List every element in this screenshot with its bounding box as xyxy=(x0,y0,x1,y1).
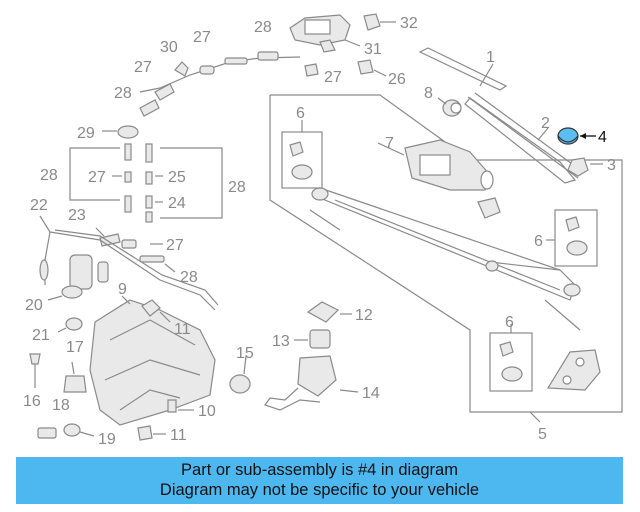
part-11-upper xyxy=(141,299,171,323)
callout-25: 25 xyxy=(168,169,186,186)
part-15 xyxy=(229,355,251,394)
parts-diagram: 1 2 3 4 5 6 6 6 7 8 9 10 11 11 12 13 14 … xyxy=(23,13,623,448)
callout-27b: 27 xyxy=(134,59,152,76)
callout-22: 22 xyxy=(30,197,48,214)
grommet-kit-box-6a xyxy=(281,120,323,189)
callout-1: 1 xyxy=(486,49,495,66)
callout-7: 7 xyxy=(385,135,394,152)
part-21 xyxy=(57,317,83,333)
washer-hose-part-22 xyxy=(39,215,219,311)
callout-4: 4 xyxy=(598,129,607,146)
callout-labels: 1 2 3 4 5 6 6 6 7 8 9 10 11 11 12 13 14 … xyxy=(23,15,616,448)
grommet-kit-box-6b xyxy=(546,209,598,267)
grommet-kit-box-6c xyxy=(489,324,533,392)
callout-23: 23 xyxy=(68,207,86,224)
callout-10: 10 xyxy=(198,403,216,420)
callout-32: 32 xyxy=(400,15,418,32)
callout-13: 13 xyxy=(272,333,290,350)
callout-8: 8 xyxy=(424,85,433,102)
washer-pump-part-31 xyxy=(289,14,361,53)
part-18-19 xyxy=(37,423,95,439)
callout-31: 31 xyxy=(364,41,382,58)
callout-11b: 11 xyxy=(170,427,187,444)
part-11-lower xyxy=(137,425,166,441)
washer-pump-part-20 xyxy=(47,254,109,301)
callout-21: 21 xyxy=(32,327,50,344)
wiper-linkage xyxy=(309,187,581,331)
wiper-motor-part-7 xyxy=(377,139,501,219)
callout-20: 20 xyxy=(25,297,43,314)
callout-18: 18 xyxy=(52,397,70,414)
callout-28d: 28 xyxy=(228,179,246,196)
part-14 xyxy=(264,355,359,411)
banner-line-2: Diagram may not be specific to your vehi… xyxy=(159,481,480,499)
callout-28a: 28 xyxy=(254,19,272,36)
callout-27a: 27 xyxy=(193,29,211,46)
part-26 xyxy=(357,59,387,77)
callout-27e: 27 xyxy=(324,69,342,86)
part-16 xyxy=(29,353,41,388)
callout-15: 15 xyxy=(236,345,254,362)
callout-3: 3 xyxy=(607,157,616,174)
callout-26: 26 xyxy=(388,71,406,88)
callout-6c: 6 xyxy=(505,314,514,331)
part-17 xyxy=(63,361,87,393)
callout-14: 14 xyxy=(362,385,380,402)
callout-30: 30 xyxy=(160,39,178,56)
mounting-bracket xyxy=(546,349,601,391)
callout-29: 29 xyxy=(77,125,95,142)
callout-17: 17 xyxy=(66,339,84,356)
callout-28c: 28 xyxy=(40,167,58,184)
wiper-arm xyxy=(464,97,577,184)
part-13 xyxy=(294,329,331,349)
part-32 xyxy=(363,13,396,31)
callout-6b: 6 xyxy=(534,233,543,250)
callout-27c: 27 xyxy=(88,169,106,186)
callout-24: 24 xyxy=(168,195,186,212)
banner-line-1: Part or sub-assembly is #4 in diagram xyxy=(181,461,458,479)
callout-11a: 11 xyxy=(174,321,191,338)
wiper-blade xyxy=(418,47,584,179)
callout-2: 2 xyxy=(541,115,550,132)
callout-9: 9 xyxy=(118,281,127,298)
callout-6a: 6 xyxy=(296,105,305,122)
grommet-part-8 xyxy=(437,97,462,117)
callout-12: 12 xyxy=(355,307,373,324)
callout-28b: 28 xyxy=(114,85,132,102)
part-12 xyxy=(306,301,352,323)
callout-28e: 28 xyxy=(180,269,198,286)
nut-part-3 xyxy=(567,157,603,177)
callout-5: 5 xyxy=(538,426,547,443)
callout-19: 19 xyxy=(98,431,116,448)
washer-hose-chain xyxy=(139,51,301,117)
callout-27d: 27 xyxy=(166,237,184,254)
info-banner: Part or sub-assembly is #4 in diagram Di… xyxy=(16,457,623,504)
left-fittings-column xyxy=(69,125,223,223)
washer-reservoir-part-9 xyxy=(89,295,216,426)
callout-16: 16 xyxy=(23,393,41,410)
part-10 xyxy=(167,399,194,413)
assembly-group-outline xyxy=(269,94,623,413)
part-27-top xyxy=(304,63,319,77)
wiper-nut-cap-part-4 xyxy=(557,127,596,145)
